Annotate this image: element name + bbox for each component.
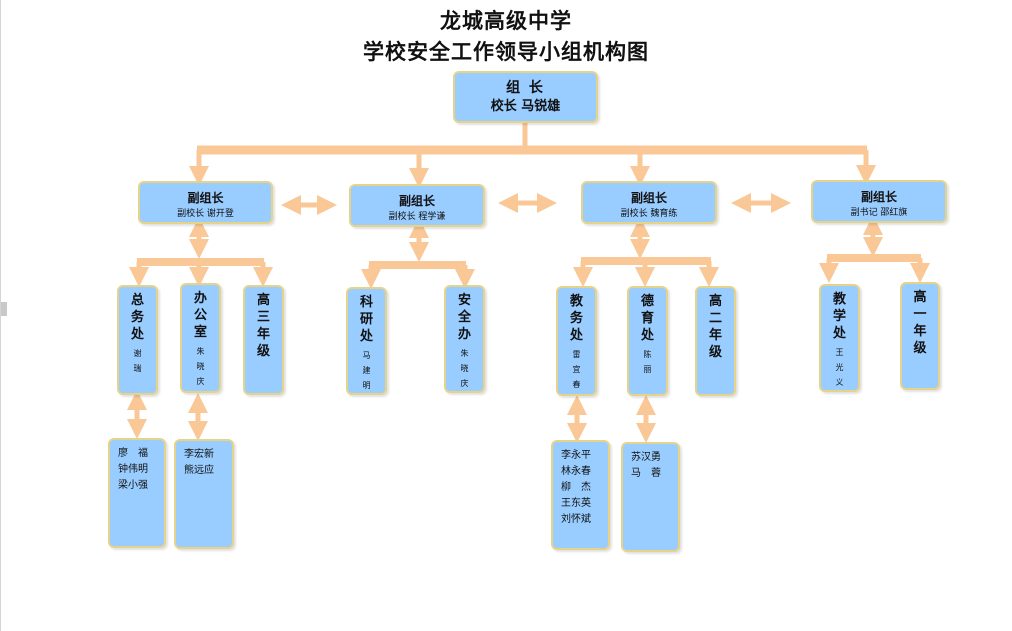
department-box: 安全办 朱晓庆 [444,285,485,393]
staff-member: 廖 福 [118,448,148,459]
deputy-name: 副校长 谢开登 [177,209,234,219]
chart-title: 学校安全工作领导小组机构图 [363,40,649,64]
staff-member: 梁小强 [118,480,148,491]
department-name: 办公室 [193,291,207,340]
leader-name: 校长 马锐雄 [490,99,561,114]
deputy-box: 副组长 副校长 谢开登 [138,181,273,224]
deputy-box: 副组长 副校长 程学谦 [349,184,485,227]
leader-role: 组 长 [506,80,545,96]
deputy-name: 副校长 魏育练 [620,209,678,219]
department-name: 总务处 [130,293,144,342]
department-box: 高二年级 [695,286,736,396]
deputy-role: 副组长 [860,190,897,204]
deputy-name: 副校长 程学谦 [388,212,446,222]
department-person: 朱晓庆 [460,349,469,388]
staff-member: 苏汉勇 [631,452,661,463]
department-person: 谢瑞 [133,349,142,373]
staff-list-box: 李永平 林永春 柳 杰 王东英 刘怀斌 [551,440,610,550]
staff-member: 李永平 [561,450,591,461]
department-box: 德育处 陈丽 [627,286,668,396]
department-box: 办公室 朱晓庆 [180,283,221,393]
left-edge-handle [1,302,7,316]
staff-member: 王东英 [561,498,591,509]
department-name: 高二年级 [708,294,722,360]
staff-member: 柳 杰 [561,482,591,493]
deputy-box: 副组长 副校长 魏育练 [581,181,717,224]
department-name: 高一年级 [913,290,927,356]
staff-member: 熊远应 [184,465,214,476]
left-edge-line [0,0,1,631]
department-box: 高一年级 [900,282,940,390]
department-name: 科研处 [359,295,373,344]
department-person: 雷宜春 [572,350,581,389]
deputy-role: 副组长 [630,191,667,205]
deputy-name: 副书记 邵红旗 [850,208,908,218]
department-name: 教学处 [832,292,846,341]
department-person: 王光义 [835,348,844,387]
department-name: 安全办 [457,293,471,342]
department-box: 科研处 马建明 [346,287,387,395]
department-person: 马建明 [362,351,371,390]
staff-member: 刘怀斌 [561,514,591,525]
staff-member: 马 蓉 [631,468,661,479]
staff-list-box: 苏汉勇 马 蓉 [621,442,680,552]
department-box: 总务处 谢瑞 [117,285,158,395]
department-box: 高三年级 [243,285,284,395]
staff-list-box: 李宏新 熊远应 [174,439,234,549]
deputy-role: 副组长 [398,194,435,208]
department-person: 朱晓庆 [196,347,205,386]
department-box: 教学处 王光义 [819,284,860,392]
staff-member: 钟伟明 [118,464,148,475]
deputy-box: 副组长 副书记 邵红旗 [811,180,947,223]
staff-member: 林永春 [561,466,591,477]
school-title: 龙城高级中学 [440,9,572,33]
leader-box: 组 长 校长 马锐雄 [453,71,598,123]
staff-member: 李宏新 [184,449,214,460]
department-box: 教务处 雷宜春 [556,286,597,396]
department-name: 高三年级 [256,293,270,359]
department-name: 教务处 [569,294,583,343]
deputy-role: 副组长 [187,191,224,205]
department-person: 陈丽 [643,350,652,374]
department-name: 德育处 [640,294,654,343]
staff-list-box: 廖 福 钟伟明 梁小强 [108,438,166,548]
